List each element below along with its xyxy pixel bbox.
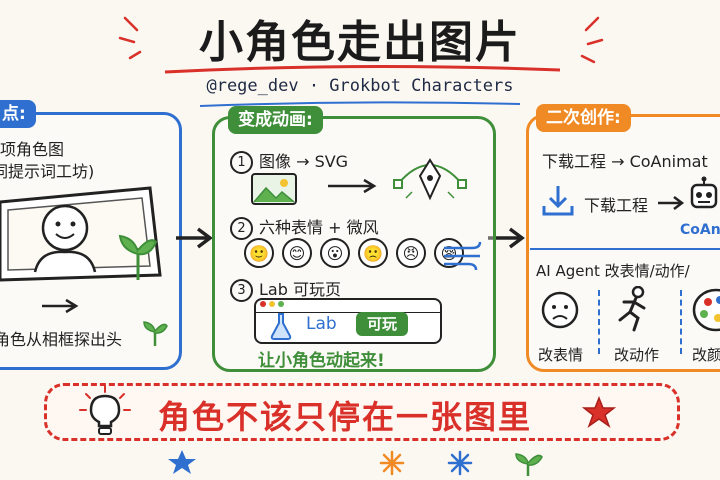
worried-face-icon — [541, 291, 579, 329]
sad-face-icon: 🙁 — [358, 238, 388, 268]
arrow-right-icon — [658, 196, 685, 210]
title-decoration — [118, 16, 604, 107]
left-panel-label: 点: — [0, 100, 36, 128]
left-line-1: 项角色图 — [0, 140, 65, 159]
right-panel-label: 二次创作: — [536, 104, 631, 132]
star-icon — [582, 396, 616, 428]
page-title: 小角色走出图片 — [199, 17, 521, 68]
step-1-text: 图像 → SVG — [259, 152, 349, 171]
expression-faces: 🙂 😊 😮 🙁 😠 😪 — [244, 238, 464, 268]
small-sprout-icon — [143, 321, 168, 346]
agent-line: AI Agent 改表情/动作/ — [536, 262, 690, 280]
banner-text: 角色不该只停在一张图里 — [158, 398, 533, 436]
arrow-right-icon — [42, 298, 79, 314]
dot-icon — [260, 301, 266, 307]
column-divider — [680, 290, 682, 354]
running-figure-icon — [618, 286, 646, 332]
step-3: 3 Lab 可玩页 — [230, 276, 341, 302]
column-label-expression: 改表情 — [538, 346, 584, 364]
bottom-banner — [44, 383, 680, 441]
step-2-number: 2 — [230, 217, 253, 240]
right-line-1: 下载工程 → CoAnimat — [542, 152, 708, 171]
angry-face-icon: 😠 — [396, 238, 426, 268]
page-subtitle: @rege_dev · Grokbot Characters — [206, 76, 514, 96]
left-caption: 角色从相框探出头 — [0, 330, 123, 349]
step-2: 2 六种表情 + 微风 — [230, 214, 379, 240]
surprised-face-icon: 😮 — [320, 238, 350, 268]
robot-icon — [690, 176, 718, 209]
step-2-text: 六种表情 + 微风 — [259, 218, 379, 237]
column-label-action: 改动作 — [614, 346, 660, 364]
coani-label: CoAni — [680, 222, 720, 238]
left-line-2: 词提示词工坊) — [0, 162, 95, 181]
step-1-number: 1 — [230, 151, 253, 174]
column-label-color: 改颜 — [692, 346, 720, 364]
flask-icon — [270, 313, 292, 340]
smile-face-icon: 🙂 — [244, 238, 274, 268]
step-3-number: 3 — [230, 279, 253, 302]
download-label: 下载工程 — [584, 196, 649, 215]
framed-character-icon — [0, 186, 162, 282]
column-divider — [598, 290, 600, 354]
happy-face-icon: 😊 — [282, 238, 312, 268]
middle-footer: 让小角色动起来! — [258, 351, 385, 371]
lab-chip: Lab — [306, 314, 337, 334]
palette-icon — [692, 288, 720, 332]
dot-icon — [278, 301, 284, 307]
arrow-right-icon — [328, 178, 377, 194]
sprout-icon — [118, 234, 158, 280]
right-panel — [526, 114, 720, 372]
play-button[interactable]: 可玩 — [356, 312, 408, 336]
step-1: 1 图像 → SVG — [230, 148, 348, 174]
bottom-doodles — [168, 450, 543, 476]
download-icon — [542, 186, 574, 216]
right-divider — [530, 248, 720, 250]
image-icon — [251, 173, 297, 205]
lightbulb-icon — [79, 385, 131, 435]
window-titlebar — [256, 300, 440, 313]
middle-panel-label: 变成动画: — [228, 106, 323, 134]
wind-icon — [444, 241, 482, 271]
dot-icon — [269, 301, 275, 307]
vector-pen-icon — [393, 158, 467, 201]
step-3-text: Lab 可玩页 — [259, 280, 341, 299]
flow-arrow-1 — [176, 227, 213, 249]
